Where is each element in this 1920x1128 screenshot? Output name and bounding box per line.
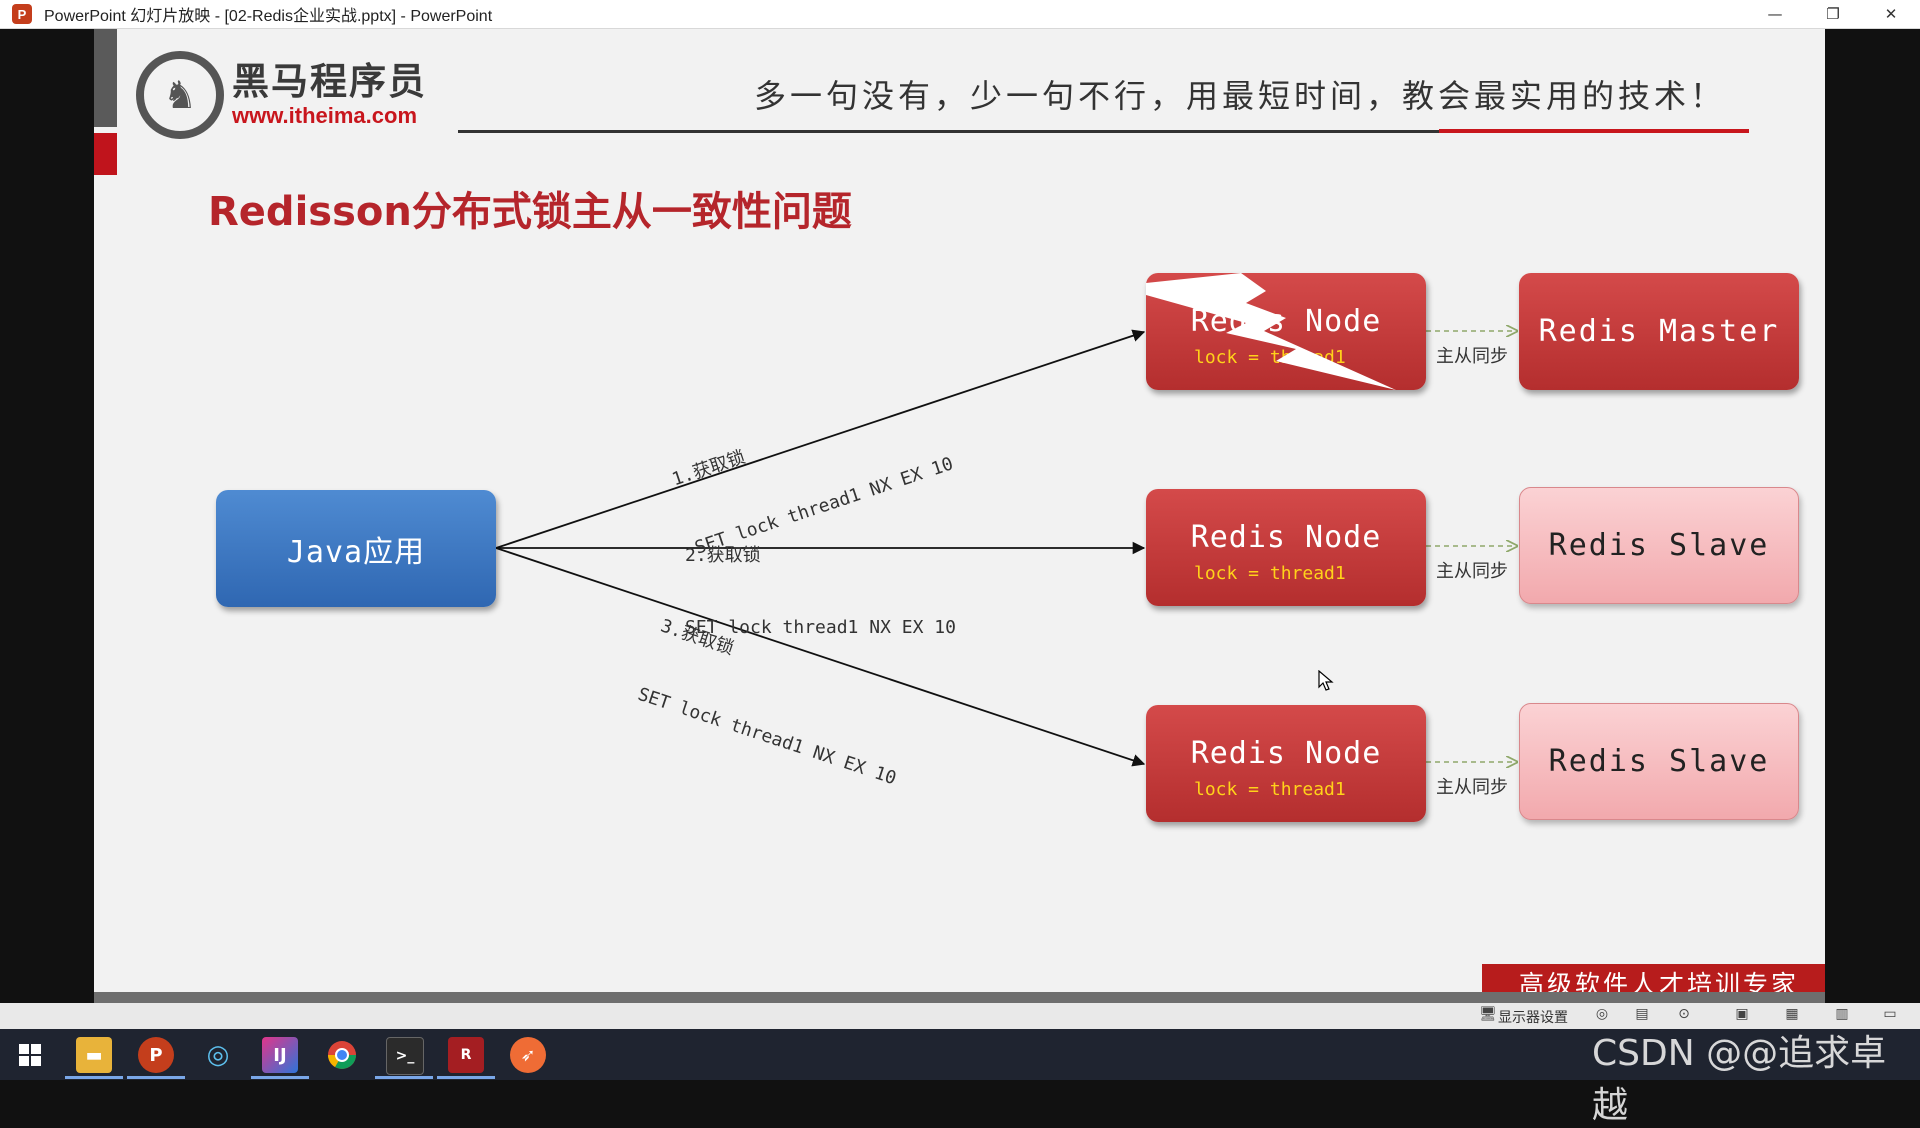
slideshow-statusbar: 🖥 显示器设置 ◎ ▤ ⊙ ▣ ▦ ▥ ▭: [0, 1003, 1920, 1029]
postman-icon[interactable]: ➶: [510, 1037, 546, 1073]
decor-bar-red: [94, 133, 117, 175]
redis-node-1: Redis Node lock = thread1: [1146, 273, 1426, 390]
restore-button[interactable]: ❐: [1826, 5, 1840, 23]
slide-progress-bar: [94, 992, 1825, 1003]
powerpoint-app-icon: P: [12, 4, 32, 24]
header-divider: [458, 130, 1748, 133]
active-indicator: [65, 1076, 123, 1079]
logo-name: 黑马程序员: [232, 60, 427, 103]
request-command-2: SET lock thread1 NX EX 10: [685, 617, 956, 638]
node-title: Redis Node: [1190, 519, 1382, 555]
display-settings-button[interactable]: 显示器设置: [1498, 1010, 1568, 1026]
logo-url: www.itheima.com: [232, 103, 418, 128]
redis-master-box: Redis Master: [1519, 273, 1799, 390]
slide-title: Redisson分布式锁主从一致性问题: [208, 189, 852, 235]
browser-icon[interactable]: ◎: [206, 1040, 230, 1070]
diagram-connectors: [495, 29, 1825, 992]
request-arrow-3: [495, 547, 1146, 767]
active-indicator: [437, 1076, 495, 1079]
play-icon[interactable]: ⊙: [1678, 1006, 1690, 1022]
active-indicator: [251, 1076, 309, 1079]
request-label-2: 2.获取锁 SET lock thread1 NX EX 10: [685, 496, 956, 688]
powerpoint-icon[interactable]: P: [138, 1037, 174, 1073]
csdn-watermark: CSDN @@追求卓越: [1592, 1033, 1887, 1126]
sync-label-1: 主从同步: [1436, 346, 1508, 367]
brand-logo: ♞ 黑马程序员 www.itheima.com: [136, 51, 427, 139]
sync-label-2: 主从同步: [1436, 561, 1508, 582]
mouse-cursor-icon: [1318, 670, 1334, 691]
windows-taskbar: ▬ P ◎ IJ >_ R ➶: [0, 1029, 1920, 1080]
chrome-icon[interactable]: [324, 1037, 360, 1073]
header-divider-accent: [1439, 129, 1749, 133]
decor-bar-gray: [94, 29, 117, 127]
request-step-2: 2.获取锁: [685, 545, 761, 566]
request-arrow-1: [495, 329, 1146, 549]
file-explorer-icon[interactable]: ▬: [76, 1037, 112, 1073]
terminal-icon[interactable]: >_: [386, 1037, 424, 1075]
redis-slave-box-1: Redis Slave: [1519, 487, 1799, 604]
redis-node-3: Redis Node lock = thread1: [1146, 705, 1426, 822]
footer-ribbon-text: 高级软件人才培训专家: [1519, 970, 1800, 992]
zoom-icon[interactable]: ◎: [1595, 1006, 1609, 1022]
node-title: Redis Node: [1190, 735, 1382, 771]
normal-view-icon[interactable]: ▣: [1735, 1006, 1749, 1022]
redis-node-2: Redis Node lock = thread1: [1146, 489, 1426, 606]
minimize-button[interactable]: —: [1767, 5, 1783, 23]
slogan: 多一句没有，少一句不行，用最短时间，教会最实用的技术！: [754, 77, 1727, 115]
horse-logo-icon: ♞: [136, 51, 224, 139]
window-titlebar: P PowerPoint 幻灯片放映 - [02-Redis企业实战.pptx]…: [0, 0, 1920, 29]
redis-slave-box-2: Redis Slave: [1519, 703, 1799, 820]
close-button[interactable]: ✕: [1884, 5, 1898, 23]
lightning-bolt-icon: [1146, 273, 1396, 390]
slideshow-view-icon[interactable]: ▭: [1883, 1006, 1897, 1022]
footer-ribbon: [1482, 964, 1825, 992]
window-controls: — ❐ ✕: [1746, 0, 1920, 28]
grid-view-icon[interactable]: ▦: [1785, 1006, 1799, 1022]
notes-icon[interactable]: ▤: [1635, 1006, 1649, 1022]
intellij-icon[interactable]: IJ: [262, 1037, 298, 1073]
sync-label-3: 主从同步: [1436, 777, 1508, 798]
window-title: PowerPoint 幻灯片放映 - [02-Redis企业实战.pptx] -…: [44, 8, 493, 25]
redis-icon[interactable]: R: [448, 1037, 484, 1073]
monitor-icon[interactable]: 🖥: [1479, 1006, 1497, 1022]
active-indicator: [127, 1076, 185, 1079]
node-lock-value: lock = thread1: [1194, 778, 1346, 800]
node-lock-value: lock = thread1: [1194, 562, 1346, 584]
active-indicator: [375, 1076, 433, 1079]
windows-start-icon[interactable]: [12, 1037, 48, 1073]
slide-canvas[interactable]: ♞ 黑马程序员 www.itheima.com 多一句没有，少一句不行，用最短时…: [94, 29, 1825, 992]
java-app-box: Java应用: [216, 490, 496, 607]
reading-view-icon[interactable]: ▥: [1835, 1006, 1849, 1022]
